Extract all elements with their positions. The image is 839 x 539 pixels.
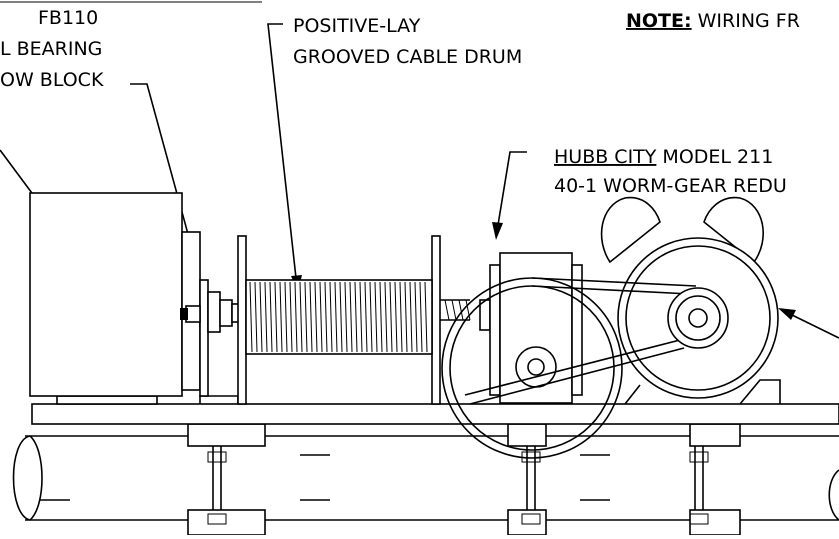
pillow-block-label-line1: FB110 (38, 7, 98, 29)
drum-label-line1: POSITIVE-LAY (293, 15, 421, 37)
svg-text:HUBB CITY MODEL 211: HUBB CITY MODEL 211 (554, 146, 773, 168)
reducer-brand: HUBB CITY (554, 146, 657, 168)
pillow-block-label-line3: OW BLOCK (0, 69, 104, 91)
pillow-block-label-line2: L BEARING (0, 38, 102, 60)
reducer-label: HUBB CITY MODEL 211 40-1 WORM-GEAR REDU (554, 146, 787, 197)
left-motor-housing (30, 193, 206, 404)
worm-gear-reducer (480, 253, 582, 403)
note-label: NOTE: WIRING FR (626, 10, 800, 32)
motor-pulley (668, 288, 728, 348)
svg-text:NOTE: WIRING FR: NOTE: WIRING FR (626, 10, 800, 32)
note-text: WIRING FR (692, 10, 800, 32)
cable-drum (238, 236, 470, 404)
note-heading: NOTE: (626, 10, 692, 32)
base-plate (32, 404, 839, 424)
reducer-model: MODEL 211 (656, 146, 773, 168)
drum-label-line2: GROOVED CABLE DRUM (293, 46, 522, 68)
pipe-supports (14, 436, 839, 520)
reducer-label-line2: 40-1 WORM-GEAR REDU (554, 175, 787, 197)
pipe-clamps (188, 424, 740, 535)
drum-label: POSITIVE-LAY GROOVED CABLE DRUM (293, 15, 522, 68)
pillow-block-label: FB110 L BEARING OW BLOCK (0, 7, 104, 91)
